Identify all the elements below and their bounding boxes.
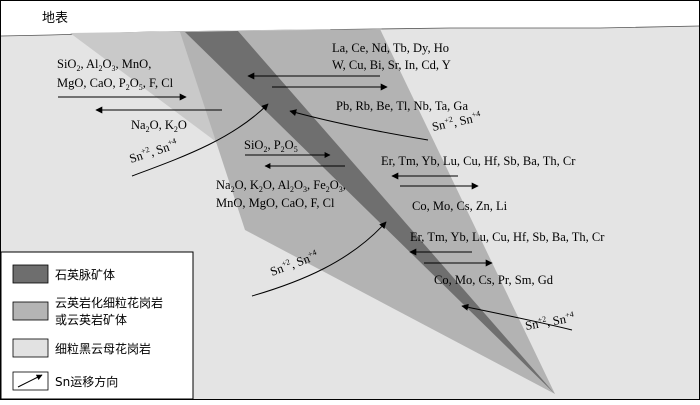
right-elements-group5: Er, Tm, Yb, Lu, Cu, Hf, Sb, Ba, Th, Cr <box>410 230 605 244</box>
sn-label-3: Sn+2, Sn+4 <box>268 248 320 279</box>
sn-migration-arrow-1 <box>131 103 269 177</box>
right-elements-group1-line1: La, Ce, Nd, Tb, Dy, Ho <box>332 41 449 55</box>
quartz-vein-orebody <box>185 31 555 394</box>
right-elements-group2: Pb, Rb, Be, Tl, Nb, Ta, Ga <box>336 99 468 113</box>
right-elements-group1-line2: W, Cu, Bi, Sr, In, Cd, Y <box>332 58 451 72</box>
sn-label-4: Sn+2, Sn+4 <box>524 310 576 333</box>
left-alkali-label: Na2O, K2O <box>131 118 187 134</box>
sn-migration-arrow-4 <box>461 303 573 331</box>
legend-label-biotite-granite: 细粒黑云母花岗岩 <box>55 341 151 356</box>
legend-label-sn-migration: Sn运移方向 <box>55 374 118 389</box>
legend-swatch-quartz-vein <box>12 264 49 284</box>
center-oxides-line2: MnO, MgO, CaO, F, Cl <box>216 196 335 210</box>
center-oxides-line1: Na2O, K2O, Al2O3, Fe2O3, <box>216 178 346 194</box>
legend: 石英脉矿体 云英岩化细粒花岗岩 或云英岩矿体 细粒黑云母花岗岩 Sn运移方向 <box>0 251 194 400</box>
right-elements-group6: Co, Mo, Cs, Pr, Sm, Gd <box>434 273 554 287</box>
legend-sn-arrow-icon <box>17 374 43 388</box>
legend-label-greisen-line1: 云英岩化细粒花岗岩 <box>55 295 163 310</box>
sn-label-2: Sn+2, Sn+4 <box>431 109 483 134</box>
surface-label: 地表 <box>42 11 68 26</box>
legend-label-quartz-vein: 石英脉矿体 <box>55 267 115 282</box>
legend-swatch-greisen <box>12 301 49 321</box>
left-oxides-line2: MgO, CaO, P2O5, F, Cl <box>57 76 174 92</box>
greisen-zone <box>180 29 555 394</box>
center-silica-label: SiO2, P2O5 <box>244 138 298 154</box>
left-oxides-line1: SiO2, Al2O3, MnO, <box>57 57 151 73</box>
legend-swatch-biotite-granite <box>12 338 49 358</box>
sn-label-1: Sn+2, Sn+4 <box>127 136 179 166</box>
legend-label-greisen-line2: 或云英岩矿体 <box>55 312 127 327</box>
right-elements-group4: Co, Mo, Cs, Zn, Li <box>412 199 508 213</box>
sn-migration-arrow-3 <box>251 221 387 297</box>
right-elements-group3: Er, Tm, Yb, Lu, Cu, Hf, Sb, Ba, Th, Cr <box>381 154 576 168</box>
sn-migration-arrow-2 <box>289 109 429 141</box>
